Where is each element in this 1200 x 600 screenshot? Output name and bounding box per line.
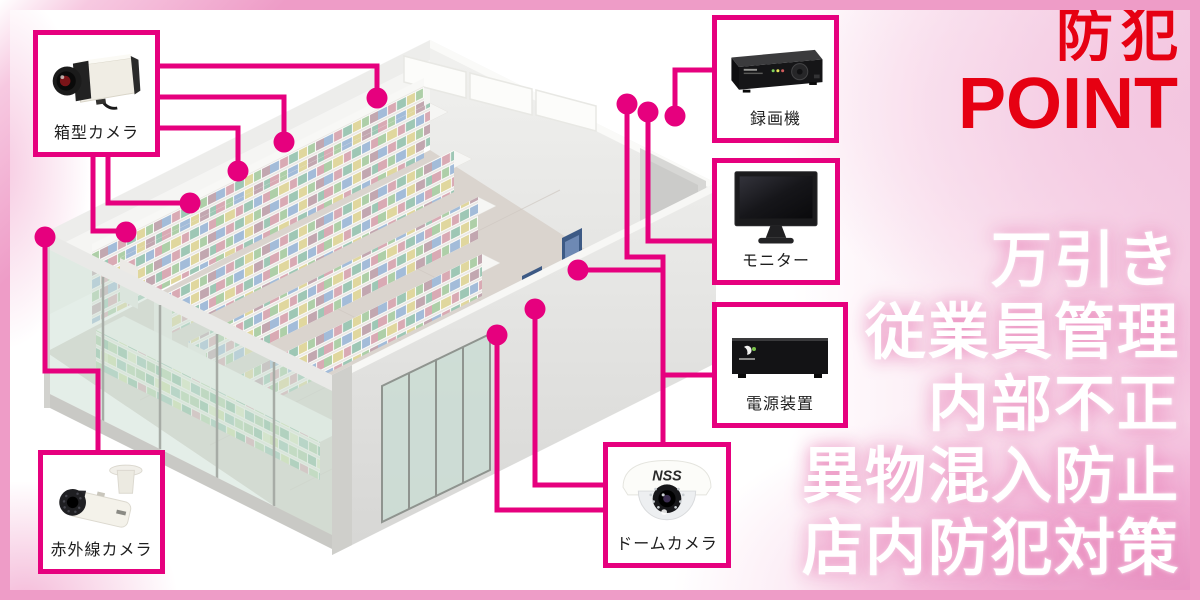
headline-line1: 防犯 [1056, 4, 1186, 68]
connector-line [160, 125, 241, 171]
headline: 防犯 POINT [957, 8, 1178, 144]
connector-line [42, 237, 101, 450]
connector-line [160, 94, 287, 142]
camera-point-dot [115, 221, 137, 243]
camera-point-dot [366, 87, 388, 109]
connector-line [645, 112, 712, 244]
box-camera-image [38, 35, 155, 126]
dome-camera-label: ドームカメラ [616, 536, 718, 553]
callout-dome-camera: NSS ドームカメラ [603, 442, 731, 568]
benefit-line: 内部不正 [927, 370, 1180, 438]
callout-recorder: 録画機 [712, 15, 839, 143]
camera-point-dot [567, 259, 589, 281]
recorder-label: 録画機 [749, 111, 801, 128]
headline-line2: POINT [957, 64, 1178, 144]
recorder-image [717, 20, 834, 112]
camera-point-dot [273, 131, 295, 153]
callout-ir-camera: 赤外線カメラ [38, 450, 165, 574]
benefit-line: 異物混入防止 [801, 442, 1180, 510]
camera-point-dot [637, 101, 659, 123]
camera-point-dot [34, 226, 56, 248]
benefit-list: 万引き 従業員管理 内部不正 異物混入防止 店内防犯対策 [802, 224, 1180, 584]
dome-camera-image: NSS [608, 447, 726, 537]
box-camera-icon [52, 53, 140, 110]
benefit-line: 店内防犯対策 [801, 514, 1180, 582]
connector-line [532, 309, 603, 488]
ir-camera-image [43, 455, 160, 543]
connector-line [105, 157, 190, 206]
benefit-line: 従業員管理 [864, 298, 1180, 366]
camera-point-dot [524, 298, 546, 320]
ir-camera-label: 赤外線カメラ [50, 542, 153, 559]
camera-point-dot [227, 160, 249, 182]
connector-line [160, 63, 380, 98]
ir-camera-icon [58, 464, 143, 528]
camera-point-dot [486, 324, 508, 346]
box-camera-label: 箱型カメラ [53, 125, 139, 142]
benefit-line: 万引き [990, 226, 1180, 294]
callout-box-camera: 箱型カメラ [33, 30, 160, 157]
dome-logo: NSS [652, 469, 682, 485]
camera-point-dot [664, 105, 686, 127]
dvr-icon [730, 49, 822, 93]
monitor-label: モニター [741, 253, 810, 270]
camera-point-dot [179, 192, 201, 214]
dome-camera-icon: NSS [622, 459, 712, 521]
camera-point-dot [616, 93, 638, 115]
connector-line [624, 104, 666, 442]
